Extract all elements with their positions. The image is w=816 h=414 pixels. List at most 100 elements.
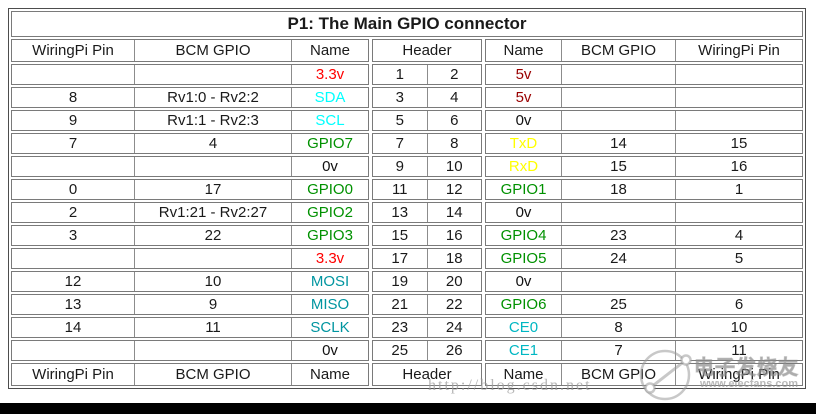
footer-left-group: WiringPi Pin BCM GPIO Name [11, 363, 369, 386]
pin-name-left-cell: GPIO2 [291, 203, 368, 222]
col-header-name-left: Name [291, 40, 368, 61]
header-pin-even-cell: 4 [426, 88, 482, 107]
pin-name-left-cell: 3.3v [291, 249, 368, 268]
footer-right-group: Name BCM GPIO WiringPi Pin [485, 363, 803, 386]
bcm-gpio-left-cell: 11 [134, 318, 291, 337]
header-pins-group: 11 12 [372, 179, 482, 200]
bcm-gpio-right-cell: 23 [561, 226, 675, 245]
bottom-black-bar [0, 403, 816, 414]
bcm-gpio-left-cell [134, 249, 291, 268]
header-center-group: Header [372, 39, 482, 62]
wiringpi-pin-right-cell: 6 [675, 295, 802, 314]
pin-name-left-cell: SCLK [291, 318, 368, 337]
header-pin-even-cell: 22 [426, 295, 482, 314]
pin-name-right-cell: TxD [509, 135, 538, 152]
header-pin-even-cell: 12 [426, 180, 482, 199]
header-pin-even-cell: 2 [426, 65, 482, 84]
col-header-name-right: Name [503, 42, 544, 59]
col-footer-header: Header [402, 366, 452, 383]
wiringpi-pin-right-cell [675, 111, 802, 130]
wiringpi-pin-left-cell [12, 65, 134, 84]
row-right-group: 5v [485, 64, 803, 85]
row-right-group: 5v [485, 87, 803, 108]
bcm-gpio-right-cell [561, 203, 675, 222]
pin-name-left-cell: GPIO3 [291, 226, 368, 245]
col-header-bcm-right: BCM GPIO [561, 40, 675, 61]
bcm-gpio-left-cell [134, 65, 291, 84]
wiringpi-pin-right-cell [675, 88, 802, 107]
wiringpi-pin-left-cell [12, 341, 134, 360]
pin-name-right-cell: 0v [515, 204, 532, 221]
pin-name-right-cell: CE1 [508, 342, 539, 359]
row-right-group: 0v [485, 202, 803, 223]
wiringpi-pin-right-cell: 15 [675, 134, 802, 153]
pin-name-right-cell: GPIO4 [500, 227, 547, 244]
pin-name-left-cell: 0v [291, 157, 368, 176]
header-pin-odd-cell: 11 [391, 181, 408, 198]
header-pin-odd-cell: 23 [391, 319, 409, 336]
col-header-bcm-left: BCM GPIO [134, 40, 291, 61]
row-left-group: 0v [11, 340, 369, 361]
wiringpi-pin-right-cell [675, 203, 802, 222]
pin-name-right-cell: GPIO6 [500, 296, 547, 313]
bcm-gpio-right-cell [561, 65, 675, 84]
col-header-wiringpi-right: WiringPi Pin [675, 40, 802, 61]
wiringpi-pin-right-cell [675, 65, 802, 84]
wiringpi-pin-right-cell: 4 [675, 226, 802, 245]
header-pin-odd-cell: 15 [391, 227, 409, 244]
col-footer-wiringpi-right: WiringPi Pin [675, 364, 802, 385]
bcm-gpio-right-cell: 15 [561, 157, 675, 176]
bcm-gpio-right-cell: 14 [561, 134, 675, 153]
wiringpi-pin-right-cell: 10 [675, 318, 802, 337]
column-footer-row: WiringPi Pin BCM GPIO Name Header Name B… [11, 363, 803, 386]
bcm-gpio-right-cell: 25 [561, 295, 675, 314]
wiringpi-pin-left-cell: 13 [64, 296, 82, 313]
bcm-gpio-right-cell [561, 88, 675, 107]
row-left-group: 3.3v [11, 64, 369, 85]
bcm-gpio-right-cell [561, 111, 675, 130]
pin-name-left-cell: SCL [291, 111, 368, 130]
pin-name-left-cell: 3.3v [291, 65, 368, 84]
header-pin-odd-cell: 19 [391, 273, 409, 290]
header-pin-even-cell: 18 [426, 249, 482, 268]
bcm-gpio-left-cell [134, 157, 291, 176]
header-pin-even-cell: 8 [426, 134, 482, 153]
wiringpi-pin-right-cell: 5 [675, 249, 802, 268]
pin-name-right-cell: CE0 [508, 319, 539, 336]
col-footer-name-left: Name [291, 364, 368, 385]
pin-name-right-cell: 5v [515, 66, 532, 83]
wiringpi-pin-left-cell: 12 [64, 273, 82, 290]
pin-name-right-cell: 0v [515, 112, 532, 129]
header-pin-odd-cell: 21 [391, 296, 409, 313]
header-pin-even-cell: 10 [426, 157, 482, 176]
pin-name-left-cell: SDA [291, 88, 368, 107]
bcm-gpio-right-cell: 24 [561, 249, 675, 268]
pin-name-right-cell: GPIO5 [500, 250, 547, 267]
row-right-group: 0v [485, 271, 803, 292]
